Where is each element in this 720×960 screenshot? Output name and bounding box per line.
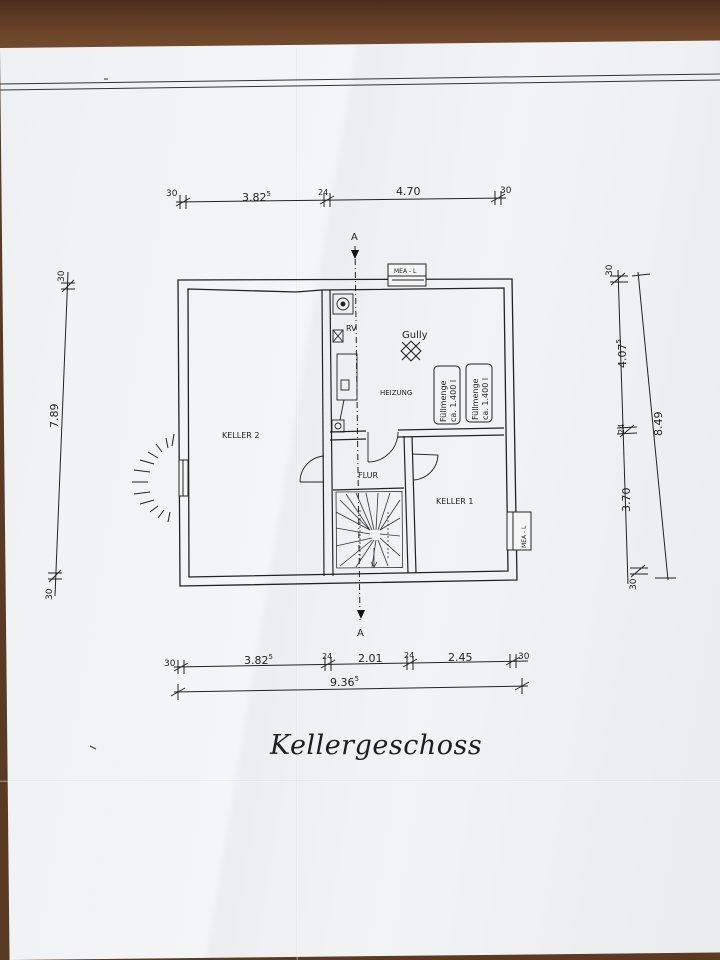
section-arrow-bottom (357, 610, 365, 619)
room-label-keller1: KELLER 1 (436, 497, 473, 506)
dim-bottom-total: 9.365 (330, 675, 359, 689)
paper-fold-horizontal (0, 780, 720, 782)
dimension-line-left (48, 271, 75, 597)
room-label-gully: Gully (402, 330, 428, 341)
tank2-label-line1: Füllmenge (471, 378, 480, 420)
interior-walls (321, 289, 505, 577)
dim-bottom-24-a: 24 (322, 652, 332, 661)
window-right-label: MEA - L (521, 525, 528, 548)
window-top-label: MEA - L (394, 268, 417, 275)
dim-bottom-30-left: 30 (164, 659, 176, 669)
section-line (354, 245, 361, 621)
dim-top-30-right: 30 (500, 186, 512, 196)
window-top (387, 263, 427, 287)
dimension-line-bottom (170, 654, 530, 700)
dim-bottom-24-b: 24 (404, 651, 414, 660)
dim-top-470: 4.70 (396, 185, 421, 198)
dim-right-370: 3.70 (620, 488, 633, 513)
oil-tanks (433, 363, 493, 425)
sheet-border (0, 73, 720, 91)
dim-right-4075: 4.075 (615, 339, 629, 368)
window-right (506, 511, 532, 551)
dim-bottom-201: 2.01 (358, 652, 383, 665)
room-label-rv: RV (346, 324, 357, 333)
dimension-line-top (175, 191, 507, 209)
heating-fixtures (331, 293, 358, 433)
tank1-label-line1: Füllmenge (439, 380, 448, 422)
dim-top-382: 3.825 (242, 190, 271, 204)
dim-bottom-245: 2.45 (448, 651, 473, 664)
section-arrow-top (351, 250, 359, 259)
dim-right-849: 8.49 (652, 412, 665, 437)
dimension-line-right (610, 269, 676, 585)
tank1-label-line2: ca. 1.400 l (449, 380, 458, 422)
dim-bottom-30-right: 30 (518, 652, 530, 662)
drawing-title: Kellergeschoss (270, 730, 483, 761)
staircase (335, 491, 404, 569)
dim-right-30-bottom: 30 (629, 578, 639, 590)
dim-top-30-left: 30 (166, 189, 178, 199)
section-label-bottom: A (357, 628, 364, 639)
room-label-heizung: HEIZUNG (380, 389, 412, 397)
dim-left-789: 7.89 (48, 404, 61, 429)
dim-bottom-382: 3.825 (244, 653, 273, 667)
room-label-flur: FLUR (358, 471, 379, 480)
dim-right-30-top: 30 (605, 264, 615, 276)
room-label-keller2: KELLER 2 (222, 431, 259, 440)
dim-top-24: 24 (318, 188, 328, 197)
dim-left-30-bottom: 30 (45, 588, 55, 600)
window-left (178, 459, 189, 497)
paper-fold-vertical (296, 48, 298, 960)
dim-right-24: 24 (617, 424, 626, 434)
dim-left-30-top: 30 (57, 270, 67, 282)
section-label-top: A (351, 232, 358, 243)
light-shaft-left (132, 433, 175, 523)
gully-drain-icon (400, 340, 422, 362)
doors (299, 431, 439, 483)
tank2-label-line2: ca. 1.400 l (481, 378, 490, 420)
stray-marks (89, 78, 108, 750)
